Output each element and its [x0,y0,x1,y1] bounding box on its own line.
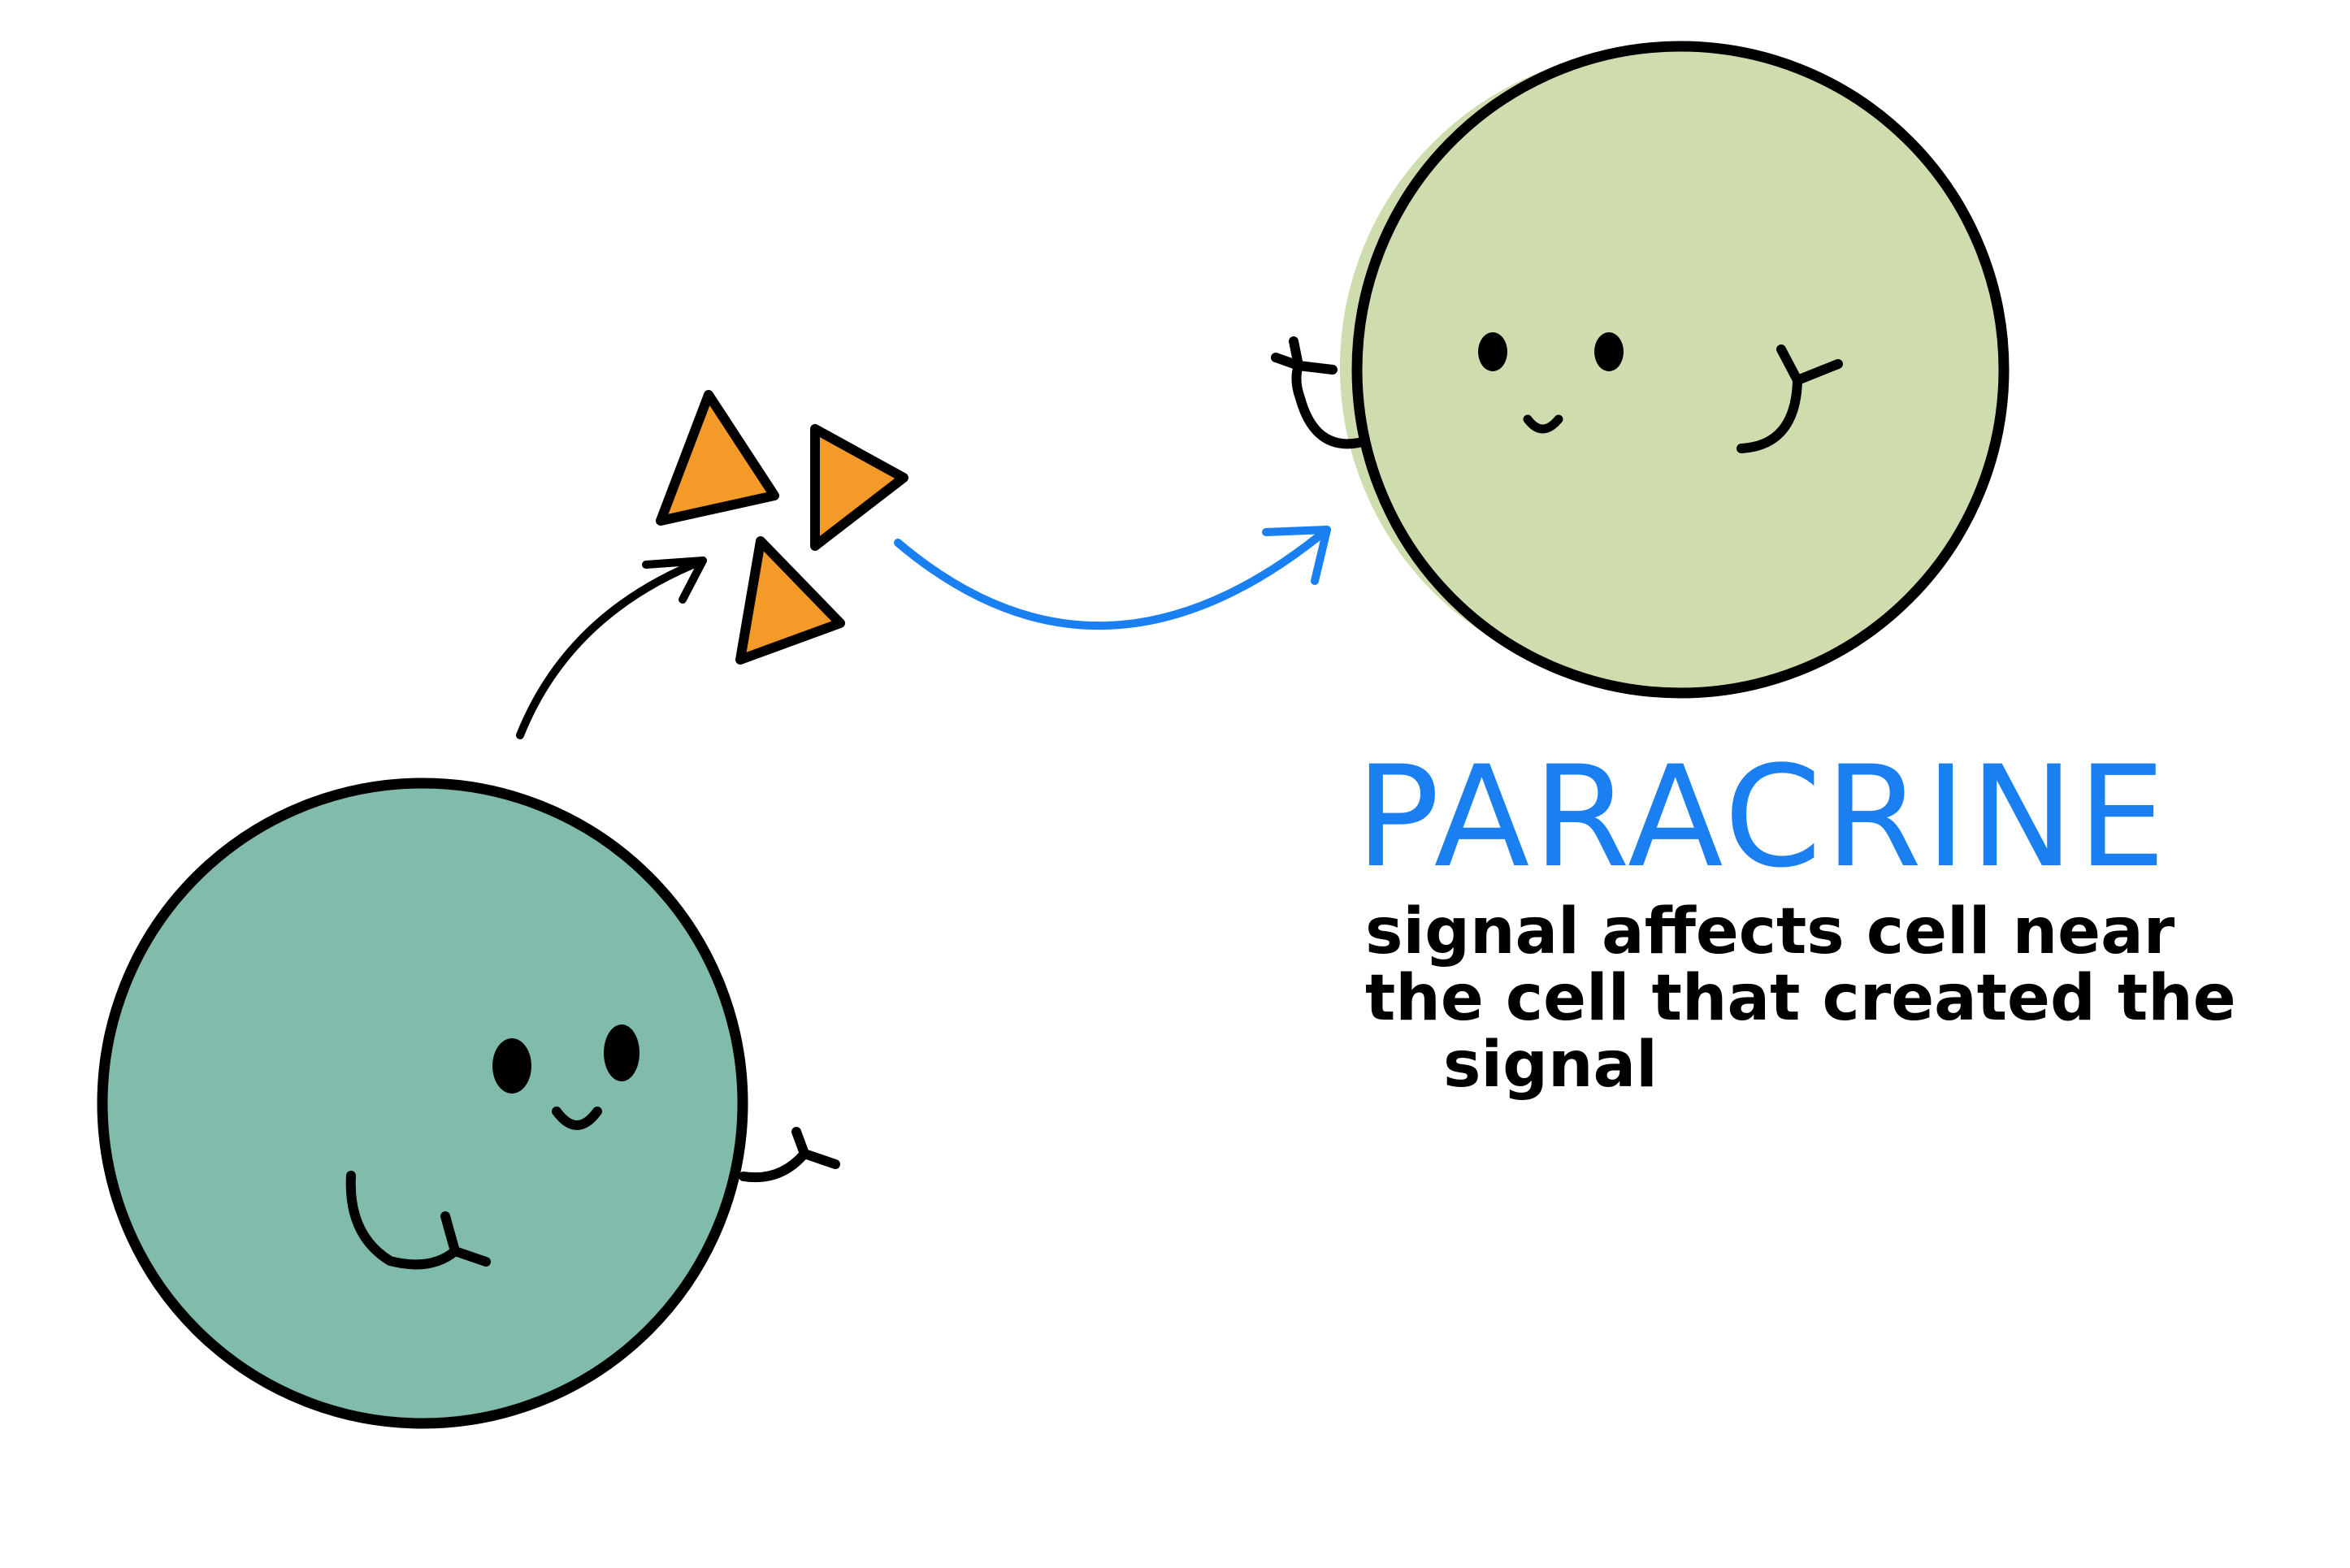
diagram-title: PARACRINE [1355,735,2170,899]
sending-cell-smile [552,1107,602,1130]
diagram-description: signal affects cell near the cell that c… [1365,899,2308,1098]
secretion-arrow-head [642,557,707,604]
target-cell [1271,41,2010,699]
target-cell-right-eye [1594,332,1624,371]
secretion-arrow [516,557,707,739]
description-line-2: the cell that created the [1365,962,2236,1035]
target-cell-body [1351,41,2010,699]
signal-molecule-top-left [656,390,779,526]
description-line-1: signal affects cell near [1365,895,2175,968]
paracrine-arrow-shaft [894,526,1331,630]
sending-cell-body [97,778,748,1429]
sending-cell-inner-arm [345,1171,491,1270]
paracrine-signal-arrow [894,526,1331,630]
paracrine-arrow-head [1262,526,1331,585]
target-cell-left-arm [1271,336,1364,449]
description-line-3: signal [1443,1029,1658,1102]
signal-molecule-bottom [735,536,845,665]
secretion-arrow-shaft [516,557,707,739]
sending-cell-outer-arm [739,1127,840,1183]
signal-molecules [656,390,908,665]
sending-cell [97,778,840,1429]
sending-cell-left-eye [492,1038,531,1094]
sending-cell-right-eye [604,1024,640,1081]
target-cell-smile [1523,414,1563,434]
target-cell-right-arm [1736,344,1843,453]
signal-molecule-right [810,424,908,551]
target-cell-left-eye [1478,332,1507,371]
